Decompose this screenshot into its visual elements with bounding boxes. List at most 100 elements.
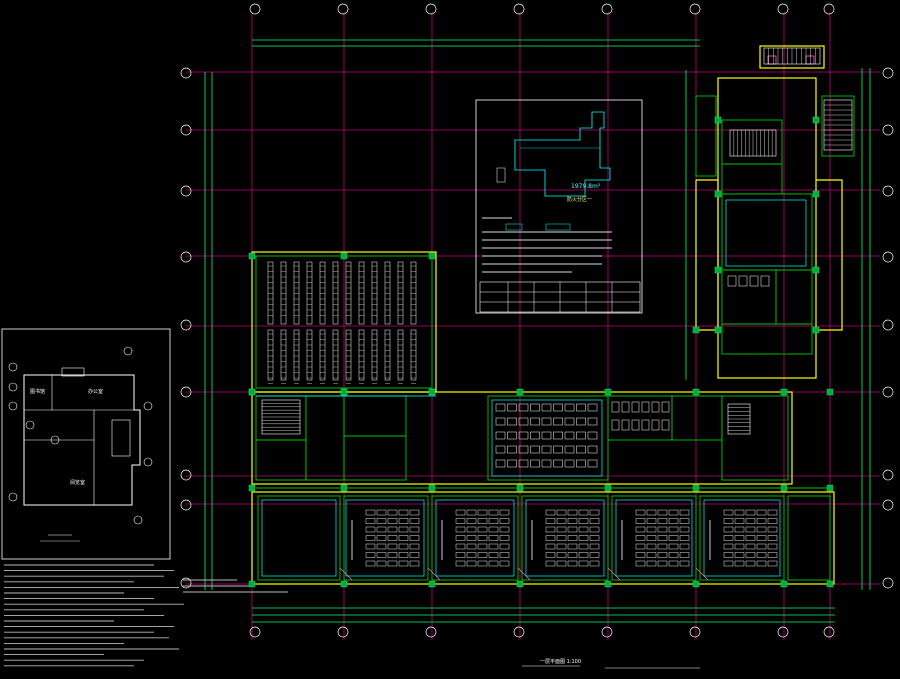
- inset-room-label-2: 办公室: [88, 388, 103, 395]
- column: [516, 484, 524, 492]
- seat-row: [397, 329, 404, 381]
- grid-bubble: [337, 626, 349, 638]
- classroom-desk: [635, 535, 646, 541]
- desk: [553, 403, 563, 412]
- toilet-stall: [738, 275, 748, 287]
- seat-row: [267, 329, 274, 381]
- grid-bubble: [823, 3, 835, 15]
- classroom-desk: [398, 535, 409, 541]
- seat-row: [332, 261, 339, 325]
- classroom-desk: [499, 560, 510, 567]
- column: [340, 484, 348, 492]
- desk: [553, 431, 563, 440]
- classroom-desk: [668, 560, 679, 567]
- classroom-desk: [657, 535, 668, 541]
- classroom-desk: [668, 526, 679, 533]
- grid-bubble: [882, 124, 894, 136]
- classroom-desk: [734, 552, 745, 558]
- desk: [576, 445, 586, 454]
- classroom-desk: [488, 535, 499, 541]
- classroom-desk: [657, 509, 668, 516]
- classroom-desk: [409, 535, 420, 541]
- column: [714, 266, 722, 274]
- classroom-desk: [365, 543, 376, 550]
- key-plan-inset: 图书馆 办公室 阅览室: [1, 328, 171, 560]
- classroom-desk: [466, 518, 477, 524]
- classroom-desk: [679, 509, 690, 516]
- classroom-desk: [646, 518, 657, 524]
- grid-bubble: [777, 3, 789, 15]
- classroom-desk: [499, 509, 510, 516]
- classroom-desk: [477, 535, 488, 541]
- classroom-desk: [409, 560, 420, 567]
- classroom-desk: [387, 535, 398, 541]
- classroom-desk: [365, 526, 376, 533]
- grid-bubble: [882, 577, 894, 589]
- desk: [564, 445, 575, 454]
- desk: [553, 417, 563, 426]
- structural-columns: [248, 116, 834, 588]
- desk: [495, 417, 506, 426]
- column: [604, 484, 612, 492]
- classroom-desk: [578, 518, 589, 524]
- classroom-desk: [556, 518, 567, 524]
- seat-row: [293, 261, 300, 325]
- classroom-desk: [387, 509, 398, 516]
- column: [428, 484, 436, 492]
- toilet-stall: [651, 401, 660, 413]
- classroom-desk: [745, 552, 756, 558]
- classroom-desk: [745, 535, 756, 541]
- classroom-desk: [365, 535, 376, 541]
- column: [604, 388, 612, 396]
- grid-bubble: [180, 469, 192, 481]
- column: [812, 116, 820, 124]
- classroom-desk: [589, 526, 600, 533]
- classroom-desk: [734, 509, 745, 516]
- grid-bubble: [180, 577, 192, 589]
- classroom-desk: [387, 552, 398, 558]
- desk: [576, 417, 586, 426]
- desk: [518, 459, 529, 468]
- desk: [518, 403, 529, 412]
- classroom-desk: [376, 552, 387, 558]
- classroom-desk: [679, 552, 690, 558]
- column: [248, 580, 256, 588]
- classroom-desk: [477, 509, 488, 516]
- seat-row: [397, 261, 404, 325]
- column: [340, 388, 348, 396]
- classroom-desk: [455, 535, 466, 541]
- seat-row: [358, 261, 365, 325]
- classroom-desk: [567, 543, 578, 550]
- classroom-desk: [365, 552, 376, 558]
- classroom-desk: [745, 560, 756, 567]
- classroom-desk: [578, 543, 589, 550]
- grid-bubble: [249, 626, 261, 638]
- desk: [587, 403, 598, 412]
- classroom-desk: [376, 526, 387, 533]
- column: [826, 484, 834, 492]
- classroom-desk: [589, 543, 600, 550]
- classroom-desk: [635, 543, 646, 550]
- classroom-desk: [723, 535, 734, 541]
- desk: [507, 417, 517, 426]
- grid-bubble: [180, 386, 192, 398]
- classroom-desk: [668, 518, 679, 524]
- grid-bubble: [180, 251, 192, 263]
- classroom-desk: [734, 535, 745, 541]
- classroom-desk: [756, 518, 767, 524]
- classroom-desk: [488, 526, 499, 533]
- desk: [587, 431, 598, 440]
- classroom-desk: [376, 560, 387, 567]
- grid-bubble: [180, 124, 192, 136]
- desk: [507, 459, 517, 468]
- classroom-desk: [376, 518, 387, 524]
- grid-bubble: [777, 626, 789, 638]
- seat-row: [319, 329, 326, 381]
- column: [692, 326, 700, 334]
- classroom-desk: [657, 543, 668, 550]
- desk: [576, 403, 586, 412]
- grid-bubble: [689, 3, 701, 15]
- classroom-desk: [545, 526, 556, 533]
- grid-bubble: [882, 251, 894, 263]
